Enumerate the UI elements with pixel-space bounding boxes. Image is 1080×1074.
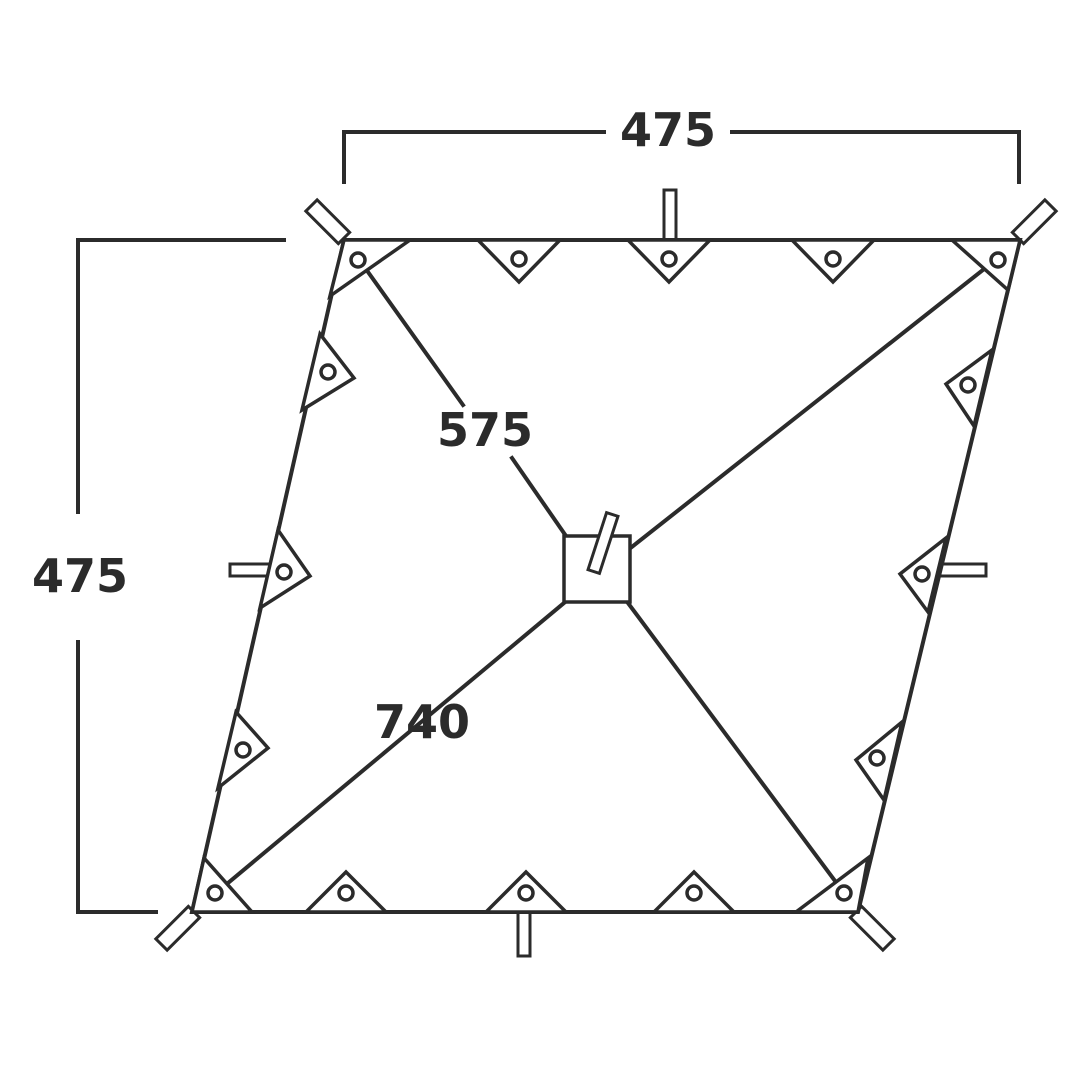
top-edge-grommets bbox=[473, 238, 879, 285]
right-edge-grommets bbox=[853, 345, 995, 805]
side-height-label: 475 bbox=[32, 549, 128, 603]
center-pole-patch bbox=[562, 510, 632, 604]
top-width-label: 475 bbox=[620, 103, 716, 157]
bottom-edge-grommets bbox=[301, 869, 739, 914]
left-dimension-bracket bbox=[76, 238, 286, 914]
diagonal-lines bbox=[213, 255, 1001, 896]
left-edge-grommets bbox=[215, 330, 357, 793]
half-diagonal-label: 575 bbox=[437, 403, 533, 457]
corner-grommets bbox=[189, 238, 1023, 914]
diagonal-label: 740 bbox=[374, 695, 470, 749]
top-dimension-bracket bbox=[342, 130, 1021, 184]
